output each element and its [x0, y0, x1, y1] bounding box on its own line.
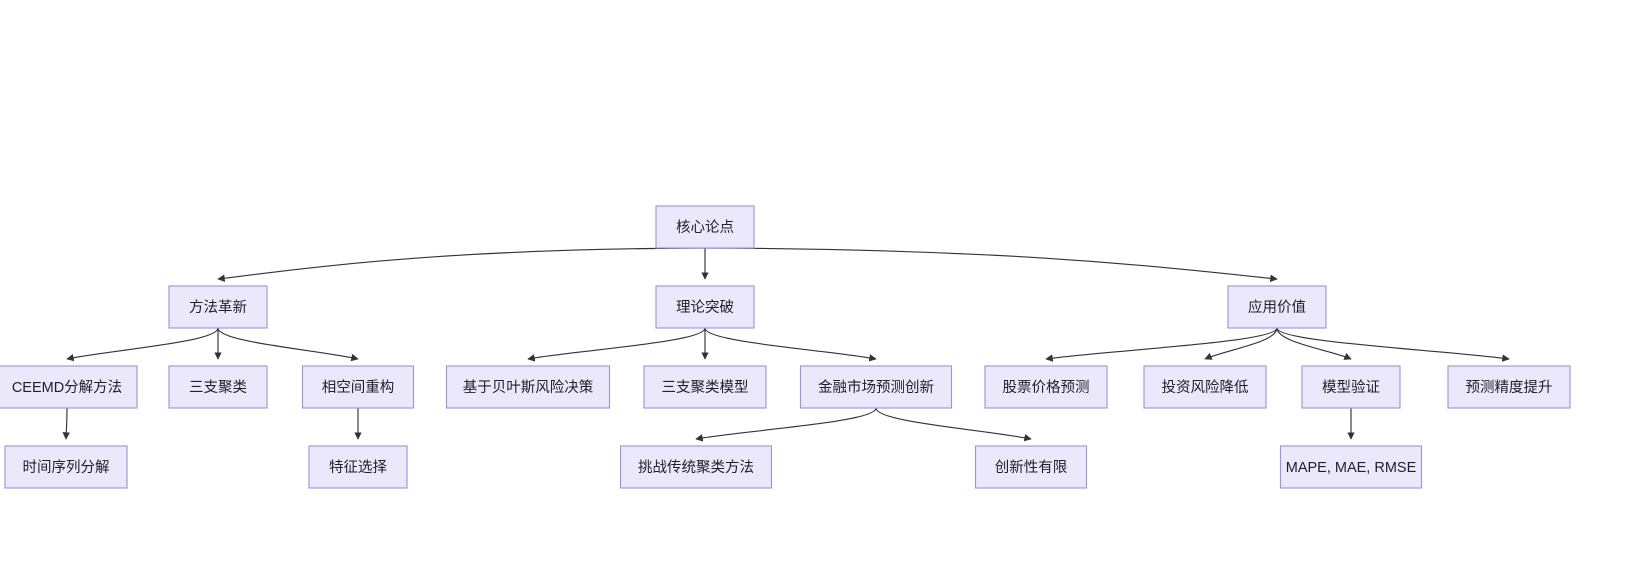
node-label: 股票价格预测	[1003, 379, 1090, 396]
node-n1[interactable]: 方法革新	[168, 285, 268, 329]
node-n3[interactable]: 应用价值	[1227, 285, 1327, 329]
node-n15[interactable]: 特征选择	[308, 445, 408, 489]
node-box[interactable]	[619, 445, 773, 489]
node-box[interactable]	[1447, 365, 1571, 409]
edge-n2-to-n9	[704, 327, 877, 362]
node-n9[interactable]: 金融市场预测创新	[799, 365, 953, 409]
node-box[interactable]	[1143, 365, 1267, 409]
edge-n9-to-n16	[695, 407, 877, 442]
node-box[interactable]	[655, 285, 755, 329]
node-n5[interactable]: 三支聚类	[168, 365, 268, 409]
node-box[interactable]	[1279, 445, 1423, 489]
node-box[interactable]	[445, 365, 611, 409]
node-n8[interactable]: 三支聚类模型	[643, 365, 767, 409]
node-label: 模型验证	[1322, 379, 1380, 396]
node-box[interactable]	[655, 205, 755, 249]
node-n14[interactable]: 时间序列分解	[4, 445, 128, 489]
edge-n4-to-n14	[62, 407, 70, 440]
node-label: 三支聚类模型	[662, 379, 749, 396]
node-label: 挑战传统聚类方法	[638, 459, 754, 476]
node-box[interactable]	[308, 445, 408, 489]
node-label: CEEMD分解方法	[12, 379, 122, 396]
edge-n0-to-n1	[217, 247, 706, 282]
node-box[interactable]	[168, 365, 268, 409]
node-n16[interactable]: 挑战传统聚类方法	[619, 445, 773, 489]
edge-n3-to-n12	[1276, 327, 1352, 360]
edge-n3-to-n10	[1045, 327, 1278, 362]
node-n18[interactable]: MAPE, MAE, RMSE	[1279, 445, 1423, 489]
edge-n3-to-n13	[1276, 327, 1510, 362]
node-label: 创新性有限	[995, 459, 1068, 476]
node-label: 预测精度提升	[1466, 379, 1553, 396]
node-box[interactable]	[984, 365, 1108, 409]
node-label: 应用价值	[1248, 298, 1306, 316]
node-n12[interactable]: 模型验证	[1301, 365, 1401, 409]
node-n0[interactable]: 核心论点	[655, 205, 755, 249]
node-box[interactable]	[1227, 285, 1327, 329]
node-n2[interactable]: 理论突破	[655, 285, 755, 329]
edge-n2-to-n7	[527, 327, 706, 362]
edge-n3-to-n11	[1204, 327, 1278, 360]
node-label: 基于贝叶斯风险决策	[463, 379, 594, 396]
edge-n9-to-n17	[875, 407, 1032, 442]
edges-layer	[62, 247, 1510, 442]
node-box[interactable]	[168, 285, 268, 329]
node-box[interactable]	[643, 365, 767, 409]
node-n6[interactable]: 相空间重构	[301, 365, 415, 409]
node-label: 特征选择	[329, 459, 387, 476]
node-label: 核心论点	[676, 219, 734, 236]
node-box[interactable]	[799, 365, 953, 409]
node-box[interactable]	[1301, 365, 1401, 409]
node-n7[interactable]: 基于贝叶斯风险决策	[445, 365, 611, 409]
edge-n0-to-n3	[704, 247, 1278, 283]
node-box[interactable]	[4, 445, 128, 489]
node-n11[interactable]: 投资风险降低	[1143, 365, 1267, 409]
node-box[interactable]	[974, 445, 1088, 489]
node-box[interactable]	[301, 365, 415, 409]
node-label: 投资风险降低	[1162, 379, 1249, 396]
edge-n1-to-n4	[66, 327, 219, 362]
node-label: 三支聚类	[189, 379, 247, 396]
edge-n1-to-n6	[217, 327, 359, 362]
node-label: MAPE, MAE, RMSE	[1286, 460, 1417, 476]
node-label: 方法革新	[189, 299, 247, 316]
node-n13[interactable]: 预测精度提升	[1447, 365, 1571, 409]
node-n4[interactable]: CEEMD分解方法	[0, 365, 138, 409]
node-label: 相空间重构	[322, 379, 395, 396]
node-box[interactable]	[0, 365, 138, 409]
node-label: 理论突破	[676, 299, 734, 316]
node-label: 时间序列分解	[23, 459, 110, 476]
node-n10[interactable]: 股票价格预测	[984, 365, 1108, 409]
node-n17[interactable]: 创新性有限	[974, 445, 1088, 489]
node-label: 金融市场预测创新	[818, 379, 934, 396]
